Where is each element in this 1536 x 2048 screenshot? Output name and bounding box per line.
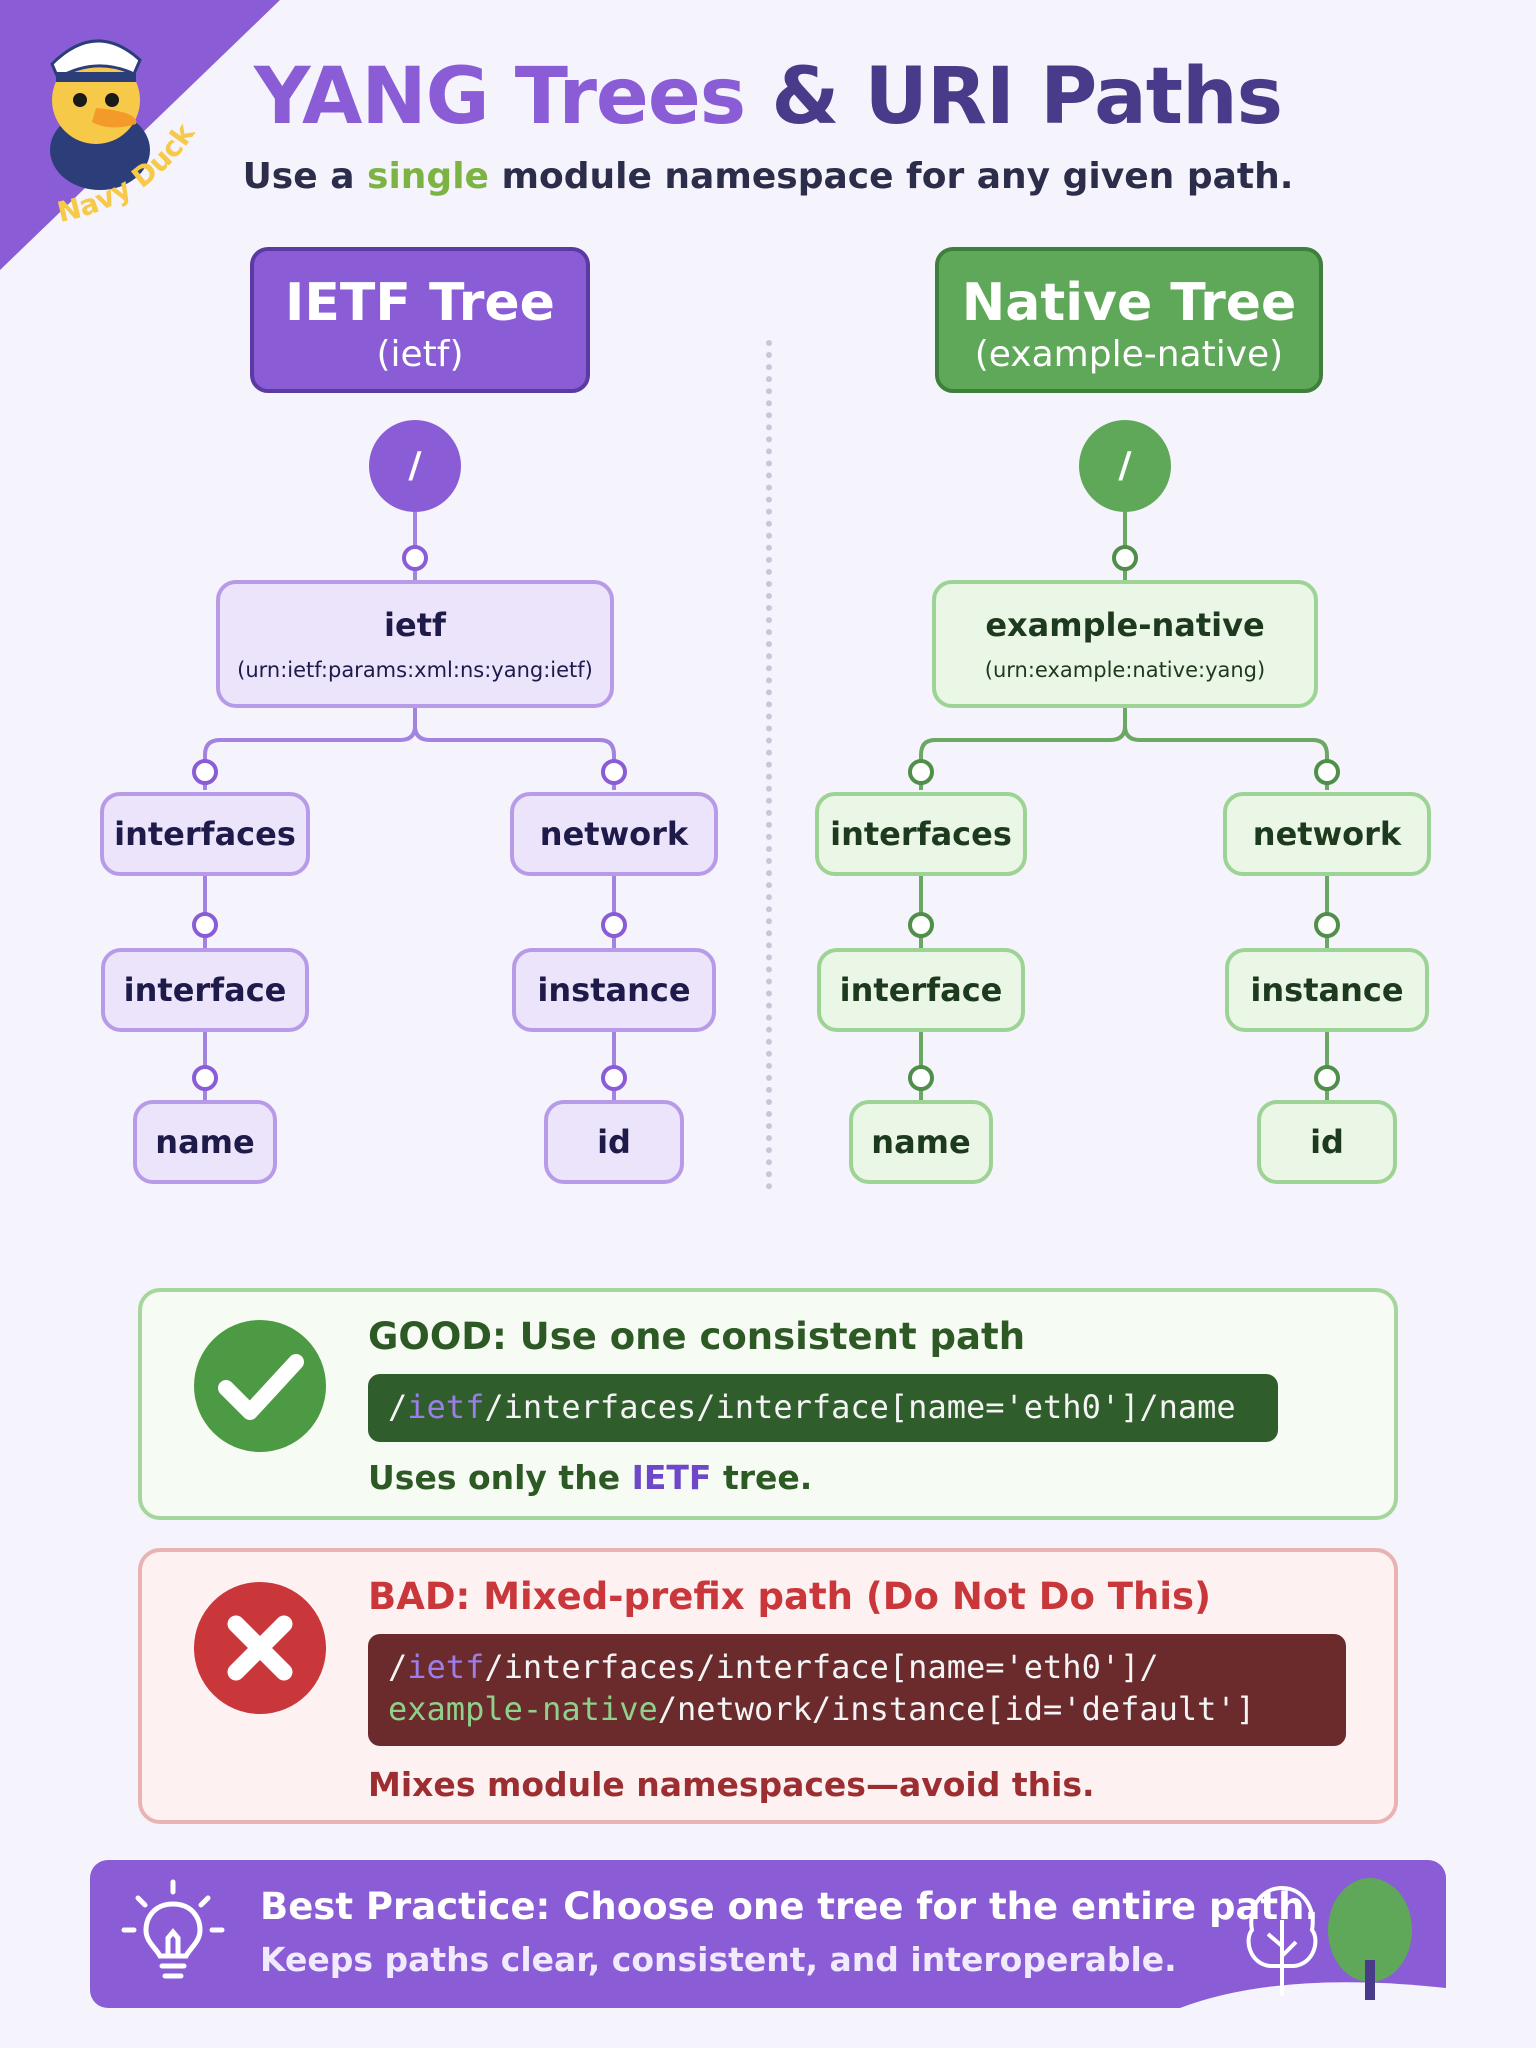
good-code-path: /ietf/interfaces/interface[name='eth0']/… <box>368 1374 1278 1442</box>
bad-code-prefix-1: ietf <box>407 1648 485 1686</box>
good-code-rest: /interfaces/interface[name='eth0']/name <box>484 1388 1236 1426</box>
native-instance-node: instance <box>1225 948 1429 1032</box>
native-module-label: example-native <box>985 606 1265 644</box>
good-note-highlight: IETF <box>631 1458 712 1497</box>
native-interfaces-node: interfaces <box>815 792 1027 876</box>
subtitle-post: module namespace for any given path. <box>501 156 1294 197</box>
native-name-node: name <box>849 1100 993 1184</box>
native-network-node: network <box>1223 792 1431 876</box>
native-module-namespace: (urn:example:native:yang) <box>984 658 1266 682</box>
duck-mascot-icon <box>50 39 150 190</box>
bad-code-prefix-2: example-native <box>388 1690 658 1728</box>
good-note-pre: Uses only the <box>368 1458 621 1497</box>
ietf-id-node: id <box>544 1100 684 1184</box>
bad-code-slash: / <box>388 1648 408 1686</box>
page-title: YANG Trees & URI Paths <box>0 52 1536 142</box>
bad-note: Mixes module namespaces—avoid this. <box>368 1765 1095 1804</box>
ietf-tree-subtitle: (ietf) <box>376 334 464 375</box>
bad-code-rest-2: /network/instance[id='default'] <box>657 1690 1255 1728</box>
subtitle-pre: Use a <box>242 156 355 197</box>
best-practice-footer <box>90 1860 1446 2008</box>
ietf-module-namespace: (urn:ietf:params:xml:ns:yang:ietf) <box>237 658 593 682</box>
ietf-tree-title: IETF Tree <box>285 273 555 333</box>
native-id-node: id <box>1257 1100 1397 1184</box>
bad-code-rest-1: /interfaces/interface[name='eth0']/ <box>484 1648 1159 1686</box>
trees-icon <box>1180 1878 1446 2008</box>
footer-line-1: Best Practice: Choose one tree for the e… <box>260 1885 1319 1928</box>
native-module-node: example-native (urn:example:native:yang) <box>932 580 1318 708</box>
ietf-network-node: network <box>510 792 718 876</box>
ietf-root-node: / <box>369 420 461 512</box>
native-tree-header: Native Tree (example-native) <box>935 247 1323 393</box>
native-root-node: / <box>1079 420 1171 512</box>
checkmark-icon <box>218 1354 304 1420</box>
ietf-tree-header: IETF Tree (ietf) <box>250 247 590 393</box>
good-note-post: tree. <box>722 1458 813 1497</box>
title-part-2: URI Paths <box>864 52 1284 142</box>
title-ampersand: & <box>771 52 839 142</box>
lightbulb-icon <box>121 1879 225 1979</box>
good-code-slash: / <box>388 1388 408 1426</box>
x-mark-icon <box>227 1615 293 1681</box>
ietf-interface-node: interface <box>101 948 309 1032</box>
tree-divider <box>766 340 772 1190</box>
subtitle-highlight: single <box>367 156 489 197</box>
ietf-module-label: ietf <box>384 606 446 644</box>
native-tree-title: Native Tree <box>961 273 1297 333</box>
ietf-name-node: name <box>133 1100 277 1184</box>
good-code-prefix: ietf <box>407 1388 485 1426</box>
native-interface-node: interface <box>817 948 1025 1032</box>
ietf-interfaces-node: interfaces <box>100 792 310 876</box>
tree-connectors <box>192 512 1340 1100</box>
footer-line-2: Keeps paths clear, consistent, and inter… <box>260 1940 1177 1979</box>
good-title: GOOD: Use one consistent path <box>368 1315 1026 1358</box>
title-part-1: YANG Trees <box>253 52 746 142</box>
good-status <box>194 1320 326 1452</box>
ietf-module-node: ietf (urn:ietf:params:xml:ns:yang:ietf) <box>216 580 614 708</box>
bad-title: BAD: Mixed-prefix path (Do Not Do This) <box>368 1575 1211 1618</box>
subtitle: Use a single module namespace for any gi… <box>0 156 1536 197</box>
ietf-instance-node: instance <box>512 948 716 1032</box>
native-tree-subtitle: (example-native) <box>974 334 1284 375</box>
bad-status <box>194 1582 326 1714</box>
navy-duck-badge: Navy Duck <box>0 0 280 270</box>
bad-code-path: /ietf/interfaces/interface[name='eth0']/… <box>368 1634 1346 1746</box>
good-note: Uses only the IETF tree. <box>368 1458 812 1497</box>
